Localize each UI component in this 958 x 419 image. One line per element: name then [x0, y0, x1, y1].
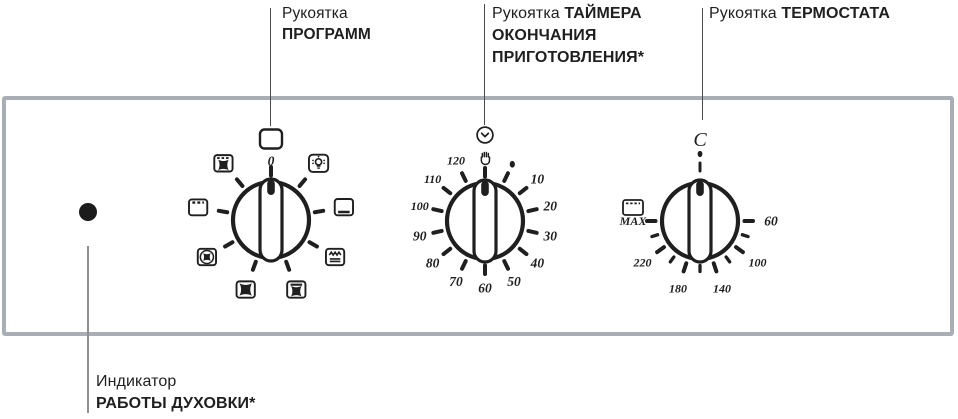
clock-icon — [476, 126, 494, 144]
lamp-icon — [307, 153, 330, 173]
svg-text:80: 80 — [426, 255, 440, 270]
callout-line-thermostat — [701, 8, 703, 120]
svg-text:MAX: MAX — [619, 214, 648, 228]
svg-text:30: 30 — [543, 228, 558, 243]
callout-timer-label: Рукоятка ТАЙМЕРА ОКОНЧАНИЯ ПРИГОТОВЛЕНИЯ… — [492, 3, 644, 69]
svg-text:220: 220 — [633, 256, 652, 270]
callout-program-label: Рукоятка ПРОГРАММ — [282, 3, 371, 45]
bottom-heat-icon — [333, 197, 355, 217]
callout-line-indicator — [87, 246, 89, 413]
svg-text:140: 140 — [713, 282, 731, 296]
svg-text:40: 40 — [530, 255, 545, 270]
program-knob[interactable]: 0 — [187, 128, 355, 299]
callout-timer-bold3: ПРИГОТОВЛЕНИЯ* — [492, 49, 645, 66]
svg-text:10: 10 — [531, 172, 545, 187]
callout-program-word: Рукоятка — [282, 5, 348, 22]
callout-indicator-word: Индикатор — [96, 373, 177, 390]
callout-timer-bold2: ОКОНЧАНИЯ — [492, 27, 597, 44]
svg-text:110: 110 — [424, 172, 441, 186]
hand-icon — [480, 151, 491, 166]
grill-icon — [324, 247, 346, 267]
callout-indicator-label: Индикатор РАБОТЫ ДУХОВКИ* — [96, 371, 255, 415]
svg-text:90: 90 — [413, 228, 427, 243]
timer-knob[interactable]: 10 20 30 40 50 60 70 80 90 100 110 120 — [411, 126, 558, 296]
svg-text:100: 100 — [411, 199, 429, 213]
fan-circle-icon — [196, 247, 218, 267]
svg-text:60: 60 — [478, 281, 492, 296]
callout-timer-word: Рукоятка — [492, 5, 560, 22]
svg-text:C: C — [693, 129, 707, 151]
svg-text:120: 120 — [447, 154, 465, 168]
callout-timer-bold1: ТАЙМЕРА — [564, 5, 642, 22]
callout-program-bold: ПРОГРАММ — [282, 26, 371, 43]
callout-thermostat-bold: ТЕРМОСТАТА — [781, 5, 891, 22]
thermostat-knob[interactable]: 60 100 140 180 220 MAX C — [619, 129, 778, 296]
svg-text:70: 70 — [449, 274, 463, 289]
mini-oven-icon — [622, 199, 644, 216]
svg-text:100: 100 — [748, 256, 766, 270]
oven-indicator-light — [79, 203, 97, 221]
callout-line-timer — [483, 4, 485, 125]
callout-indicator-bold: РАБОТЫ ДУХОВКИ* — [96, 395, 256, 412]
callout-thermostat-label: Рукоятка ТЕРМОСТАТА — [709, 3, 890, 24]
svg-text:180: 180 — [669, 282, 687, 296]
callout-thermostat-word: Рукоятка — [709, 5, 777, 22]
svg-text:20: 20 — [543, 199, 558, 214]
off-square-icon — [258, 128, 284, 150]
fan-dash-icon — [213, 154, 234, 173]
svg-text:60: 60 — [764, 214, 778, 229]
svg-text:0: 0 — [268, 154, 275, 169]
callout-line-program — [269, 8, 271, 126]
top-heat-icon — [187, 198, 209, 217]
svg-text:50: 50 — [507, 274, 521, 289]
fan-top-icon — [286, 280, 307, 299]
fan-icon — [235, 280, 256, 299]
